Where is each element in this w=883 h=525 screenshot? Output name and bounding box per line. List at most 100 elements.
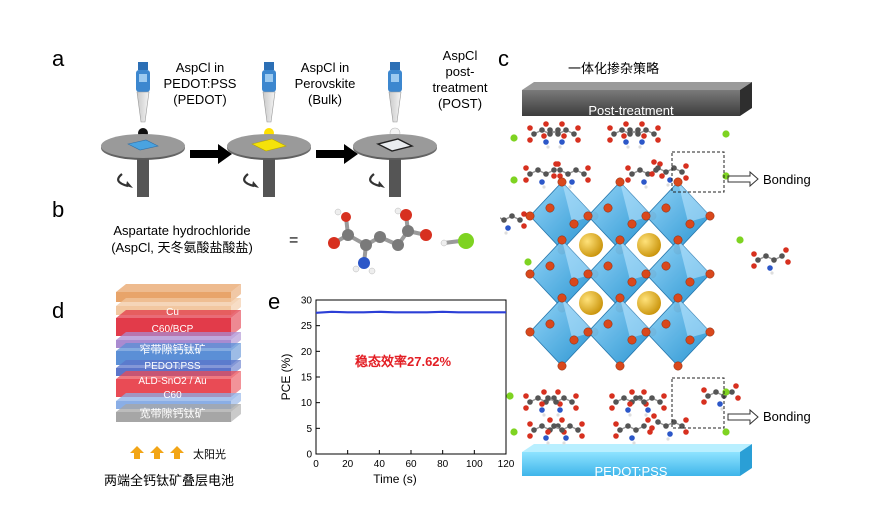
pce-chart: 0 20 40 60 80 100 120 0 5 10 15 20 25 30 Time (s) PCE… <box>279 296 515 487</box>
layer-label-c60: C60 <box>163 390 182 401</box>
arrow-2-icon <box>316 144 358 164</box>
pbi6-octahedron <box>525 177 599 255</box>
a-site-cation <box>637 233 661 257</box>
bonding-arrow-bottom-icon <box>727 408 759 426</box>
aspcl-molecule <box>500 211 527 235</box>
x-tick-label: 0 <box>313 459 319 470</box>
step-1-line-1: AspCl in <box>175 60 225 75</box>
x-tick-label: 120 <box>498 459 515 470</box>
x-tick-label: 60 <box>405 459 417 470</box>
aspcl-name-line-2: (AspCl, 天冬氨酸盐酸盐) <box>111 240 253 255</box>
step-3-line-4: (POST) <box>437 96 483 111</box>
chloride-ion <box>524 258 532 266</box>
step-3-line-1: AspCl <box>442 48 478 63</box>
panel-e-letter: e <box>268 289 281 314</box>
tandem-cell-stack <box>116 284 241 422</box>
aspcl-name: Aspartate hydrochloride (AspCl, 天冬氨酸盐酸盐) <box>92 222 272 256</box>
arrow-1-icon <box>190 144 232 164</box>
chloride-ion <box>722 428 730 436</box>
aspcl-molecule <box>621 121 661 149</box>
chloride-ion <box>736 236 744 244</box>
bonding-label-bottom: Bonding <box>763 409 811 424</box>
panel-c-letter: c <box>498 46 509 71</box>
x-tick-label: 20 <box>342 459 354 470</box>
aspcl-molecule <box>551 161 591 189</box>
aspcl-molecule <box>649 413 689 441</box>
panel-b-letter: b <box>52 197 65 222</box>
post-treatment-layer-label: Post-treatment <box>588 103 674 118</box>
sunlight-arrows-icon <box>130 446 184 459</box>
chloride-ion <box>506 392 514 400</box>
step-3-line-3: treatment <box>432 80 488 95</box>
layer-label-cu: Cu <box>166 307 179 318</box>
aspcl-molecule-illustration <box>328 207 474 275</box>
layer-label-ald-sno2-au: ALD-SnO2 / Au <box>138 376 207 387</box>
step-1-label: AspCl in PEDOT:PSS (PEDOT) <box>160 60 240 108</box>
step-1-line-3: (PEDOT) <box>173 92 227 107</box>
y-tick-label: 5 <box>306 424 312 435</box>
a-site-cation <box>579 233 603 257</box>
step-2-line-1: AspCl in <box>300 60 350 75</box>
spin-coater-1 <box>101 62 185 197</box>
chloride-ion <box>722 388 730 396</box>
plot-frame <box>315 299 507 455</box>
layer-label-c60-bcp: C60/BCP <box>151 324 194 335</box>
layer-label-narrow-bandgap: 窄带隙钙钛矿 <box>139 344 206 356</box>
pipette-2-icon <box>262 62 276 123</box>
pbi6-octahedron <box>525 235 599 313</box>
pedot-pss-layer-label: PEDOT:PSS <box>594 464 668 479</box>
pipette-1-icon <box>136 62 150 123</box>
aspcl-molecule <box>649 159 689 187</box>
equals-sign: = <box>289 232 299 249</box>
panel-c-title: 一体化掺杂策略 <box>568 61 660 76</box>
x-axis-label: Time (s) <box>373 472 417 486</box>
step-2-line-3: (Bulk) <box>308 92 342 107</box>
layer-label-wide-bandgap: 宽带隙钙钛矿 <box>139 408 206 420</box>
step-2-label: AspCl in Perovskite (Bulk) <box>285 60 365 108</box>
aspcl-molecule <box>613 417 653 445</box>
aspcl-molecule <box>627 389 667 417</box>
aspcl-molecule <box>625 161 665 189</box>
layer-8 <box>116 404 241 422</box>
aspcl-molecule <box>527 121 567 149</box>
sunlight-label: 太阳光 <box>193 449 226 461</box>
y-tick-label: 15 <box>301 373 313 384</box>
chloride-ion <box>722 130 730 138</box>
y-tick-label: 0 <box>306 450 312 461</box>
aspcl-molecule <box>539 389 579 417</box>
tandem-cell-caption: 两端全钙钛矿叠层电池 <box>104 473 235 488</box>
y-tick-label: 25 <box>301 321 313 332</box>
layer-0 <box>116 284 241 302</box>
y-axis-label: PCE (%) <box>279 354 293 401</box>
step-3-line-2: post- <box>445 64 475 79</box>
bonding-label-top: Bonding <box>763 172 811 187</box>
chloride-ion <box>510 428 518 436</box>
layer-2 <box>116 310 241 336</box>
y-tick-label: 20 <box>301 347 313 358</box>
panel-a-letter: a <box>52 46 65 71</box>
spin-coating-illustration <box>101 62 437 197</box>
bonding-arrow-top-icon <box>727 170 759 188</box>
aspcl-name-line-1: Aspartate hydrochloride <box>113 223 251 238</box>
aspcl-molecule <box>541 121 581 149</box>
steady-state-efficiency-note: 稳态效率27.62% <box>355 354 452 369</box>
y-tick-label: 30 <box>301 296 313 307</box>
spin-coater-2 <box>227 62 311 197</box>
layer-label-2pacz: 2PACz <box>157 422 188 433</box>
pce-series-line <box>315 310 506 314</box>
step-1-line-2: PEDOT:PSS <box>163 76 237 91</box>
x-tick-label: 80 <box>437 459 449 470</box>
layer-label-ito: ITO <box>164 434 181 445</box>
aspcl-molecule <box>607 121 647 149</box>
layer-label-pedot-pss: PEDOT:PSS <box>144 361 201 372</box>
integrated-doping-illustration <box>500 82 791 476</box>
pbi6-octahedron <box>641 293 715 371</box>
x-tick-label: 40 <box>374 459 386 470</box>
a-site-cation <box>637 291 661 315</box>
y-tick-label: 10 <box>301 398 313 409</box>
pipette-3-icon <box>388 62 402 123</box>
step-3-label: AspCl post- treatment (POST) <box>420 48 500 112</box>
chloride-ion <box>510 134 518 142</box>
chloride-ion <box>510 176 518 184</box>
x-tick-label: 100 <box>466 459 483 470</box>
